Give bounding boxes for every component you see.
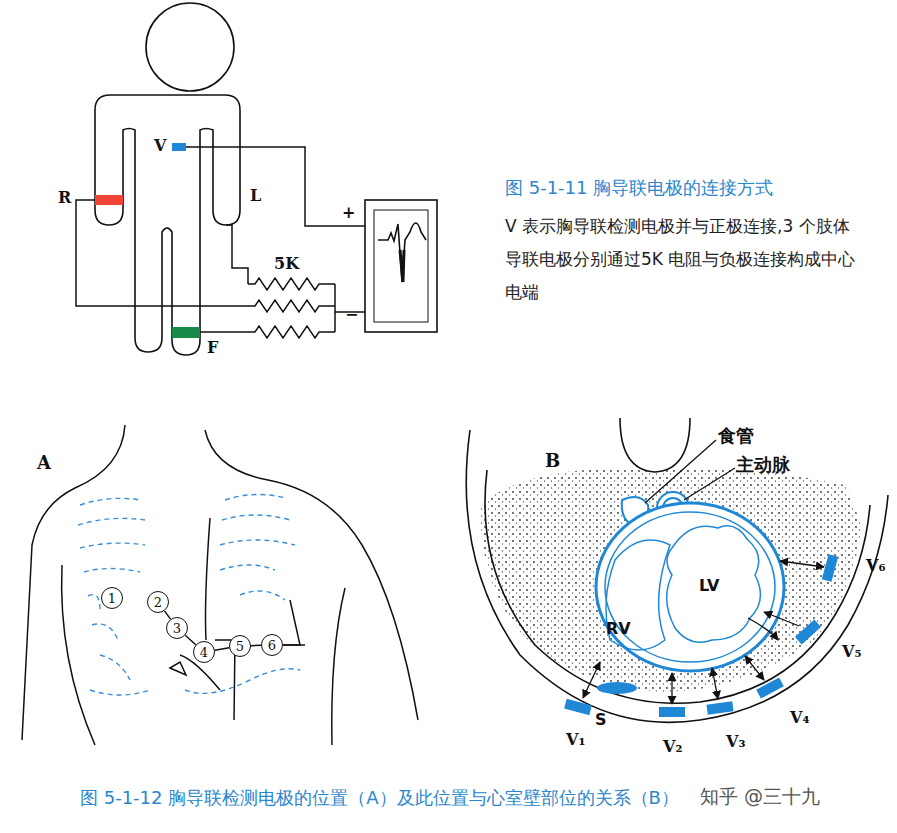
level-line xyxy=(283,644,305,646)
chest-outline xyxy=(22,425,418,745)
panel-letter: A xyxy=(37,452,51,473)
callout-number: 4 xyxy=(200,645,208,660)
structure-label: 食管 xyxy=(718,424,754,448)
lead-label: V₂ xyxy=(663,737,682,756)
electrode-label: V xyxy=(154,136,166,155)
panel-letter: B xyxy=(545,450,560,471)
callout-number: 1 xyxy=(108,591,116,606)
caption-body: V 表示胸导联检测电极并与正极连接,3 个肢体导联电极分别通过5K 电阻与负极连… xyxy=(505,210,857,309)
electrode-r xyxy=(95,195,123,205)
position-circle: 3 xyxy=(166,617,188,639)
figure-caption: 图 5-1-11 胸导联电极的连接方式 xyxy=(505,176,773,200)
position-circle: 1 xyxy=(101,587,123,609)
callout-number: 5 xyxy=(236,639,244,654)
rib-outline xyxy=(78,494,300,695)
chamber-label: RV xyxy=(606,619,631,638)
connector-line xyxy=(215,648,229,650)
structure-label: 主动脉 xyxy=(736,453,790,477)
electrode-f xyxy=(172,327,200,338)
connector-line xyxy=(251,645,261,647)
position-circle: 2 xyxy=(147,591,169,613)
lung-field xyxy=(480,468,862,692)
lead-label: V₅ xyxy=(842,642,861,661)
connector-line xyxy=(164,611,170,619)
figure-caption: 图 5-1-12 胸导联检测电极的位置（A）及此位置与心室壁部位的关系（B） xyxy=(80,786,679,810)
callout-number: 3 xyxy=(173,621,181,636)
body-outline xyxy=(95,3,240,355)
position-circle: 6 xyxy=(261,634,283,656)
chamber-label: LV xyxy=(699,576,719,595)
wires xyxy=(76,147,365,332)
lead-label: V₄ xyxy=(790,708,809,727)
electrode-v xyxy=(172,143,186,151)
projection-arrows xyxy=(583,561,824,704)
watermark: 知乎 @三十九 xyxy=(700,784,820,810)
electrode-label: R xyxy=(58,188,71,207)
position-circle: 4 xyxy=(193,641,215,663)
callout-number: 6 xyxy=(268,638,276,653)
lead-label: V₆ xyxy=(866,556,885,575)
chest-wall xyxy=(466,418,888,722)
sternum-mark xyxy=(597,682,637,694)
structure-label: S xyxy=(595,710,607,729)
position-circle: 5 xyxy=(229,635,251,657)
callout-number: 2 xyxy=(154,595,162,610)
lead-label: V₃ xyxy=(726,732,745,751)
connector-line xyxy=(185,635,196,644)
electrode-label: L xyxy=(250,186,261,205)
terminal-sign: + xyxy=(342,203,355,222)
resistor-symbol xyxy=(248,278,335,338)
terminal-sign: − xyxy=(345,305,358,324)
heart xyxy=(596,503,784,671)
electrode-pads xyxy=(564,554,838,717)
electrode-label: F xyxy=(207,338,218,357)
ecg-monitor xyxy=(365,200,437,332)
resistor-value: 5K xyxy=(274,254,299,273)
lead-label: V₁ xyxy=(566,730,585,749)
